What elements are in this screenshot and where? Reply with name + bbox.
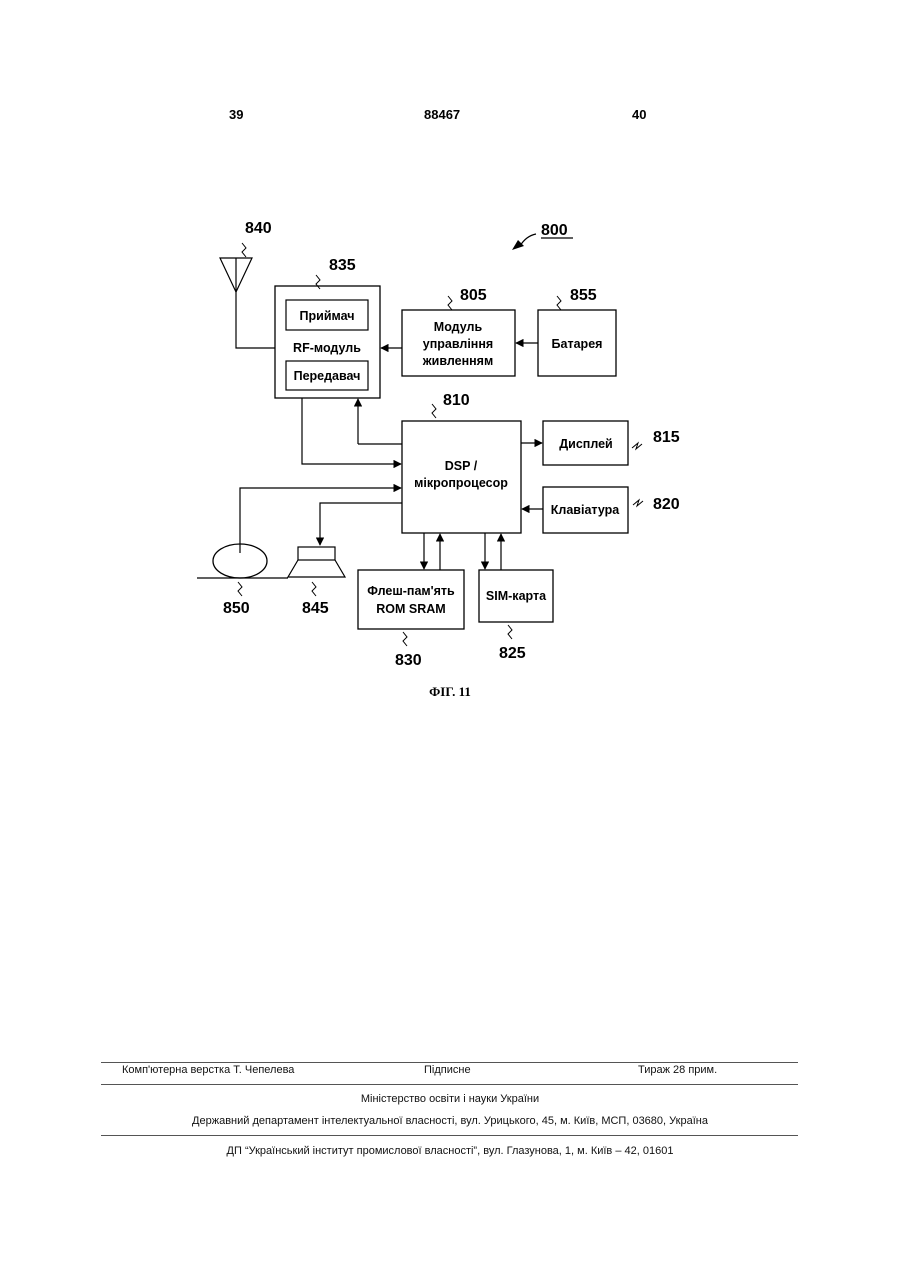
ref-805-squiggle [448, 296, 452, 310]
speaker-icon [288, 560, 345, 577]
power-label-3: живленням [422, 354, 493, 368]
ref-800-arrowhead [512, 240, 524, 250]
power-label-2: управління [423, 337, 493, 351]
ref-820-squiggle [633, 500, 643, 506]
antenna-line [236, 258, 275, 348]
keyboard-label: Клавіатура [551, 503, 620, 517]
ref-815-squiggle [632, 443, 642, 449]
rf-to-dsp-arrow [302, 398, 401, 464]
dsp-to-speaker-arrow [320, 503, 402, 545]
ref-840: 840 [245, 220, 272, 237]
ref-835-squiggle [316, 275, 320, 289]
speaker-magnet [298, 547, 335, 560]
ref-845-squiggle [312, 582, 316, 596]
figure-caption: ФІГ. 11 [0, 684, 900, 700]
transmitter-label: Передавач [294, 369, 361, 383]
battery-label: Батарея [552, 337, 603, 351]
ref-830: 830 [395, 652, 422, 669]
ref-800-leader [520, 234, 536, 246]
rf-module-label: RF-модуль [293, 341, 361, 355]
ref-810-squiggle [432, 404, 436, 418]
power-label-1: Модуль [434, 320, 483, 334]
footer-rule-top [101, 1062, 798, 1063]
ref-830-squiggle [403, 632, 407, 646]
ref-815: 815 [653, 429, 680, 446]
ref-810: 810 [443, 392, 470, 409]
ref-825: 825 [499, 645, 526, 662]
dsp-label-1: DSP / [445, 459, 478, 473]
ref-840-squiggle [242, 243, 246, 257]
footer-circulation: Тираж 28 прим. [638, 1064, 717, 1076]
flash-label-1: Флеш-пам'ять [367, 584, 455, 598]
display-label: Дисплей [559, 437, 613, 451]
footer-signed: Підписне [424, 1064, 471, 1076]
footer-ministry: Міністерство освіти і науки України [0, 1093, 900, 1105]
footer-department: Державний департамент інтелектуальної вл… [0, 1115, 900, 1127]
footer-institute: ДП “Український інститут промислової вла… [0, 1145, 900, 1157]
ref-835: 835 [329, 257, 356, 274]
dsp-label-2: мікропроцесор [414, 476, 508, 490]
footer-rule-bottom [101, 1135, 798, 1136]
ref-805: 805 [460, 287, 487, 304]
ref-800: 800 [541, 222, 568, 239]
ref-825-squiggle [508, 625, 512, 639]
receiver-label: Приймач [300, 309, 355, 323]
ref-855-squiggle [557, 296, 561, 310]
flash-label-2: ROM SRAM [376, 602, 445, 616]
ref-850: 850 [223, 600, 250, 617]
ref-855: 855 [570, 287, 597, 304]
footer-typesetting: Комп'ютерна верстка Т. Чепелева [122, 1064, 294, 1076]
ref-820: 820 [653, 496, 680, 513]
block-diagram: 800 840 835 Приймач RF-модуль Передавач … [0, 0, 900, 700]
sim-card-label: SIM-карта [486, 589, 547, 603]
footer-rule-middle [101, 1084, 798, 1085]
ref-845: 845 [302, 600, 329, 617]
flash-memory-box [358, 570, 464, 629]
ref-850-squiggle [238, 582, 242, 596]
